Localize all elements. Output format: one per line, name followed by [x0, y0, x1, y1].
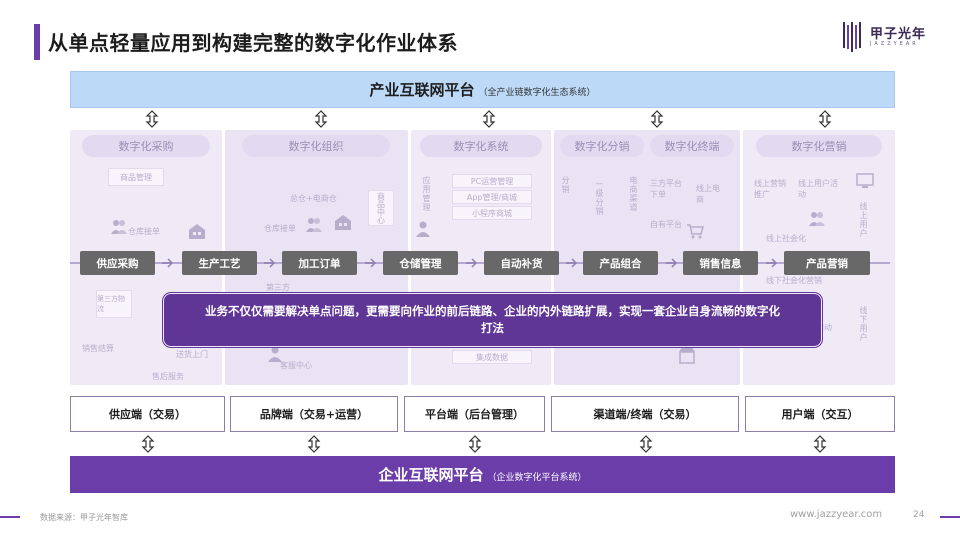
double-arrow-icon — [314, 110, 328, 128]
arrow-right-icon — [766, 258, 778, 268]
people-icon — [111, 220, 127, 234]
platform-top-title: 产业互联网平台 — [369, 81, 475, 99]
process-step-processing-order: 加工订单 — [282, 251, 357, 275]
ghost-ecommerce-channel: 电商渠道 — [629, 176, 638, 212]
process-step-production: 生产工艺 — [182, 251, 257, 275]
person-icon — [268, 346, 282, 362]
double-arrow-icon — [818, 110, 832, 128]
store-icon — [679, 347, 695, 364]
ghost-sales-settle: 销售结算 — [82, 344, 114, 353]
terminal-channel: 渠道端/终端（交易） — [551, 396, 739, 432]
process-step-warehouse: 仓储管理 — [383, 251, 458, 275]
footer-accent-right — [940, 516, 960, 518]
process-step-sales-info: 销售信息 — [683, 251, 758, 275]
ghost-app-mgmt: 应用管理 — [422, 176, 431, 212]
process-step-product-combo: 产品组合 — [583, 251, 658, 275]
ghost-online-user-act: 线上用户活动 — [798, 179, 838, 199]
ghost-head-terminal: 数字化终端 — [650, 135, 734, 157]
people-icon — [809, 212, 825, 226]
double-arrow-icon — [813, 435, 827, 453]
ghost-level2: 分销 — [561, 176, 570, 194]
ghost-hq-ecommerce: 总仓+电商仓 — [290, 194, 337, 203]
process-step-auto-replenish: 自动补货 — [484, 251, 559, 275]
ghost-head-distribution: 数字化分销 — [560, 135, 644, 157]
ghost-activity: 活动 — [816, 323, 832, 332]
ghost-head-marketing: 数字化营销 — [756, 135, 882, 157]
ghost-mini-program: 小程序商城 — [452, 206, 532, 220]
terminal-brand: 品牌端（交易+运营） — [230, 396, 398, 432]
enterprise-internet-platform: 企业互联网平台 （企业数字化平台系统） — [70, 456, 895, 493]
people-icon — [306, 218, 322, 232]
double-arrow-icon — [141, 435, 155, 453]
terminal-supply: 供应端（交易） — [70, 396, 225, 432]
double-arrow-icon — [468, 435, 482, 453]
logo-bars-icon — [843, 22, 861, 52]
terminal-user: 用户端（交互） — [745, 396, 895, 432]
arrow-right-icon — [264, 258, 276, 268]
terminal-platform: 平台端（后台管理） — [404, 396, 545, 432]
person-icon — [416, 221, 430, 237]
ghost-pc-ops: PC运营管理 — [452, 174, 532, 188]
ghost-online-ecom: 线上电商 — [696, 184, 720, 204]
ghost-integrated-data: 集成数据 — [452, 350, 532, 364]
footer-accent-left — [0, 516, 20, 518]
arrow-right-icon — [162, 258, 174, 268]
process-step-supply-procurement: 供应采购 — [80, 251, 155, 275]
ghost-warehouse-order: 仓库接单 — [264, 224, 296, 233]
process-connector-line — [70, 262, 890, 264]
ghost-self-channel: 自有平台 — [650, 220, 682, 229]
ghost-customer-center: 客服中心 — [280, 361, 312, 370]
ghost-online-promo: 线上营销推广 — [754, 179, 786, 199]
ghost-head-organization: 数字化组织 — [242, 135, 390, 157]
logo-text: 甲子光年 — [870, 27, 927, 42]
page-title: 从单点轻量应用到构建完整的数字化作业体系 — [48, 31, 458, 55]
platform-top-subtitle: （全产业链数字化生态系统） — [478, 87, 596, 98]
ghost-app-mall: App管理/商城 — [452, 190, 532, 204]
website-link[interactable]: www.jazzyear.com — [790, 509, 883, 520]
ghost-level1: 一级分销 — [595, 180, 604, 216]
ghost-warehouse-receive: 仓库接单 — [128, 227, 160, 236]
ghost-offline-social: 线上社会化 — [766, 234, 806, 243]
double-arrow-icon — [639, 435, 653, 453]
arrow-right-icon — [365, 258, 377, 268]
logo-subtext: JAZZYEAR — [870, 41, 919, 47]
data-source: 数据来源：甲子光年智库 — [40, 513, 128, 522]
arrow-right-icon — [466, 258, 478, 268]
ghost-after-sales: 售后服务 — [152, 372, 184, 381]
double-arrow-icon — [650, 110, 664, 128]
ghost-third-party-logistics: 第三方物流 — [96, 290, 132, 318]
double-arrow-icon — [145, 110, 159, 128]
double-arrow-icon — [482, 110, 496, 128]
industry-internet-platform: 产业互联网平台 （全产业链数字化生态系统） — [70, 71, 895, 108]
arrow-right-icon — [666, 258, 678, 268]
ghost-head-system: 数字化系统 — [420, 135, 542, 157]
key-message-callout: 业务不仅仅需要解决单点问题，更需要向作业的前后链路、企业的内外链路扩展，实现一套… — [163, 293, 822, 347]
ghost-offline-user: 线下用户 — [859, 306, 868, 342]
title-accent-bar — [34, 24, 40, 60]
factory-icon — [335, 215, 351, 230]
ghost-goods-mgmt: 商品管理 — [108, 168, 164, 186]
ghost-third-platform: 三方平台下单 — [650, 179, 682, 199]
process-step-product-marketing: 产品营销 — [784, 251, 870, 275]
double-arrow-icon — [307, 435, 321, 453]
ghost-online-user: 线上用户 — [859, 202, 868, 238]
brand-logo: 甲子光年 JAZZYEAR — [842, 20, 942, 56]
page-number: 24 — [913, 510, 925, 520]
platform-bottom-title: 企业互联网平台 — [378, 466, 484, 484]
platform-bottom-subtitle: （企业数字化平台系统） — [487, 472, 587, 483]
monitor-icon — [856, 173, 874, 188]
factory-icon — [189, 224, 205, 239]
ghost-offline-social-mkt: 线下社会化营销 — [766, 276, 822, 285]
callout-text: 业务不仅仅需要解决单点问题，更需要向作业的前后链路、企业的内外链路扩展，实现一套… — [205, 304, 780, 335]
ghost-third-party: 第三方 — [266, 283, 290, 292]
cart-icon — [687, 224, 704, 239]
arrow-right-icon — [566, 258, 578, 268]
ghost-product-center: 商品中心 — [368, 190, 394, 226]
ghost-head-procurement: 数字化采购 — [82, 135, 210, 157]
ghost-send-door: 送货上门 — [176, 350, 208, 359]
